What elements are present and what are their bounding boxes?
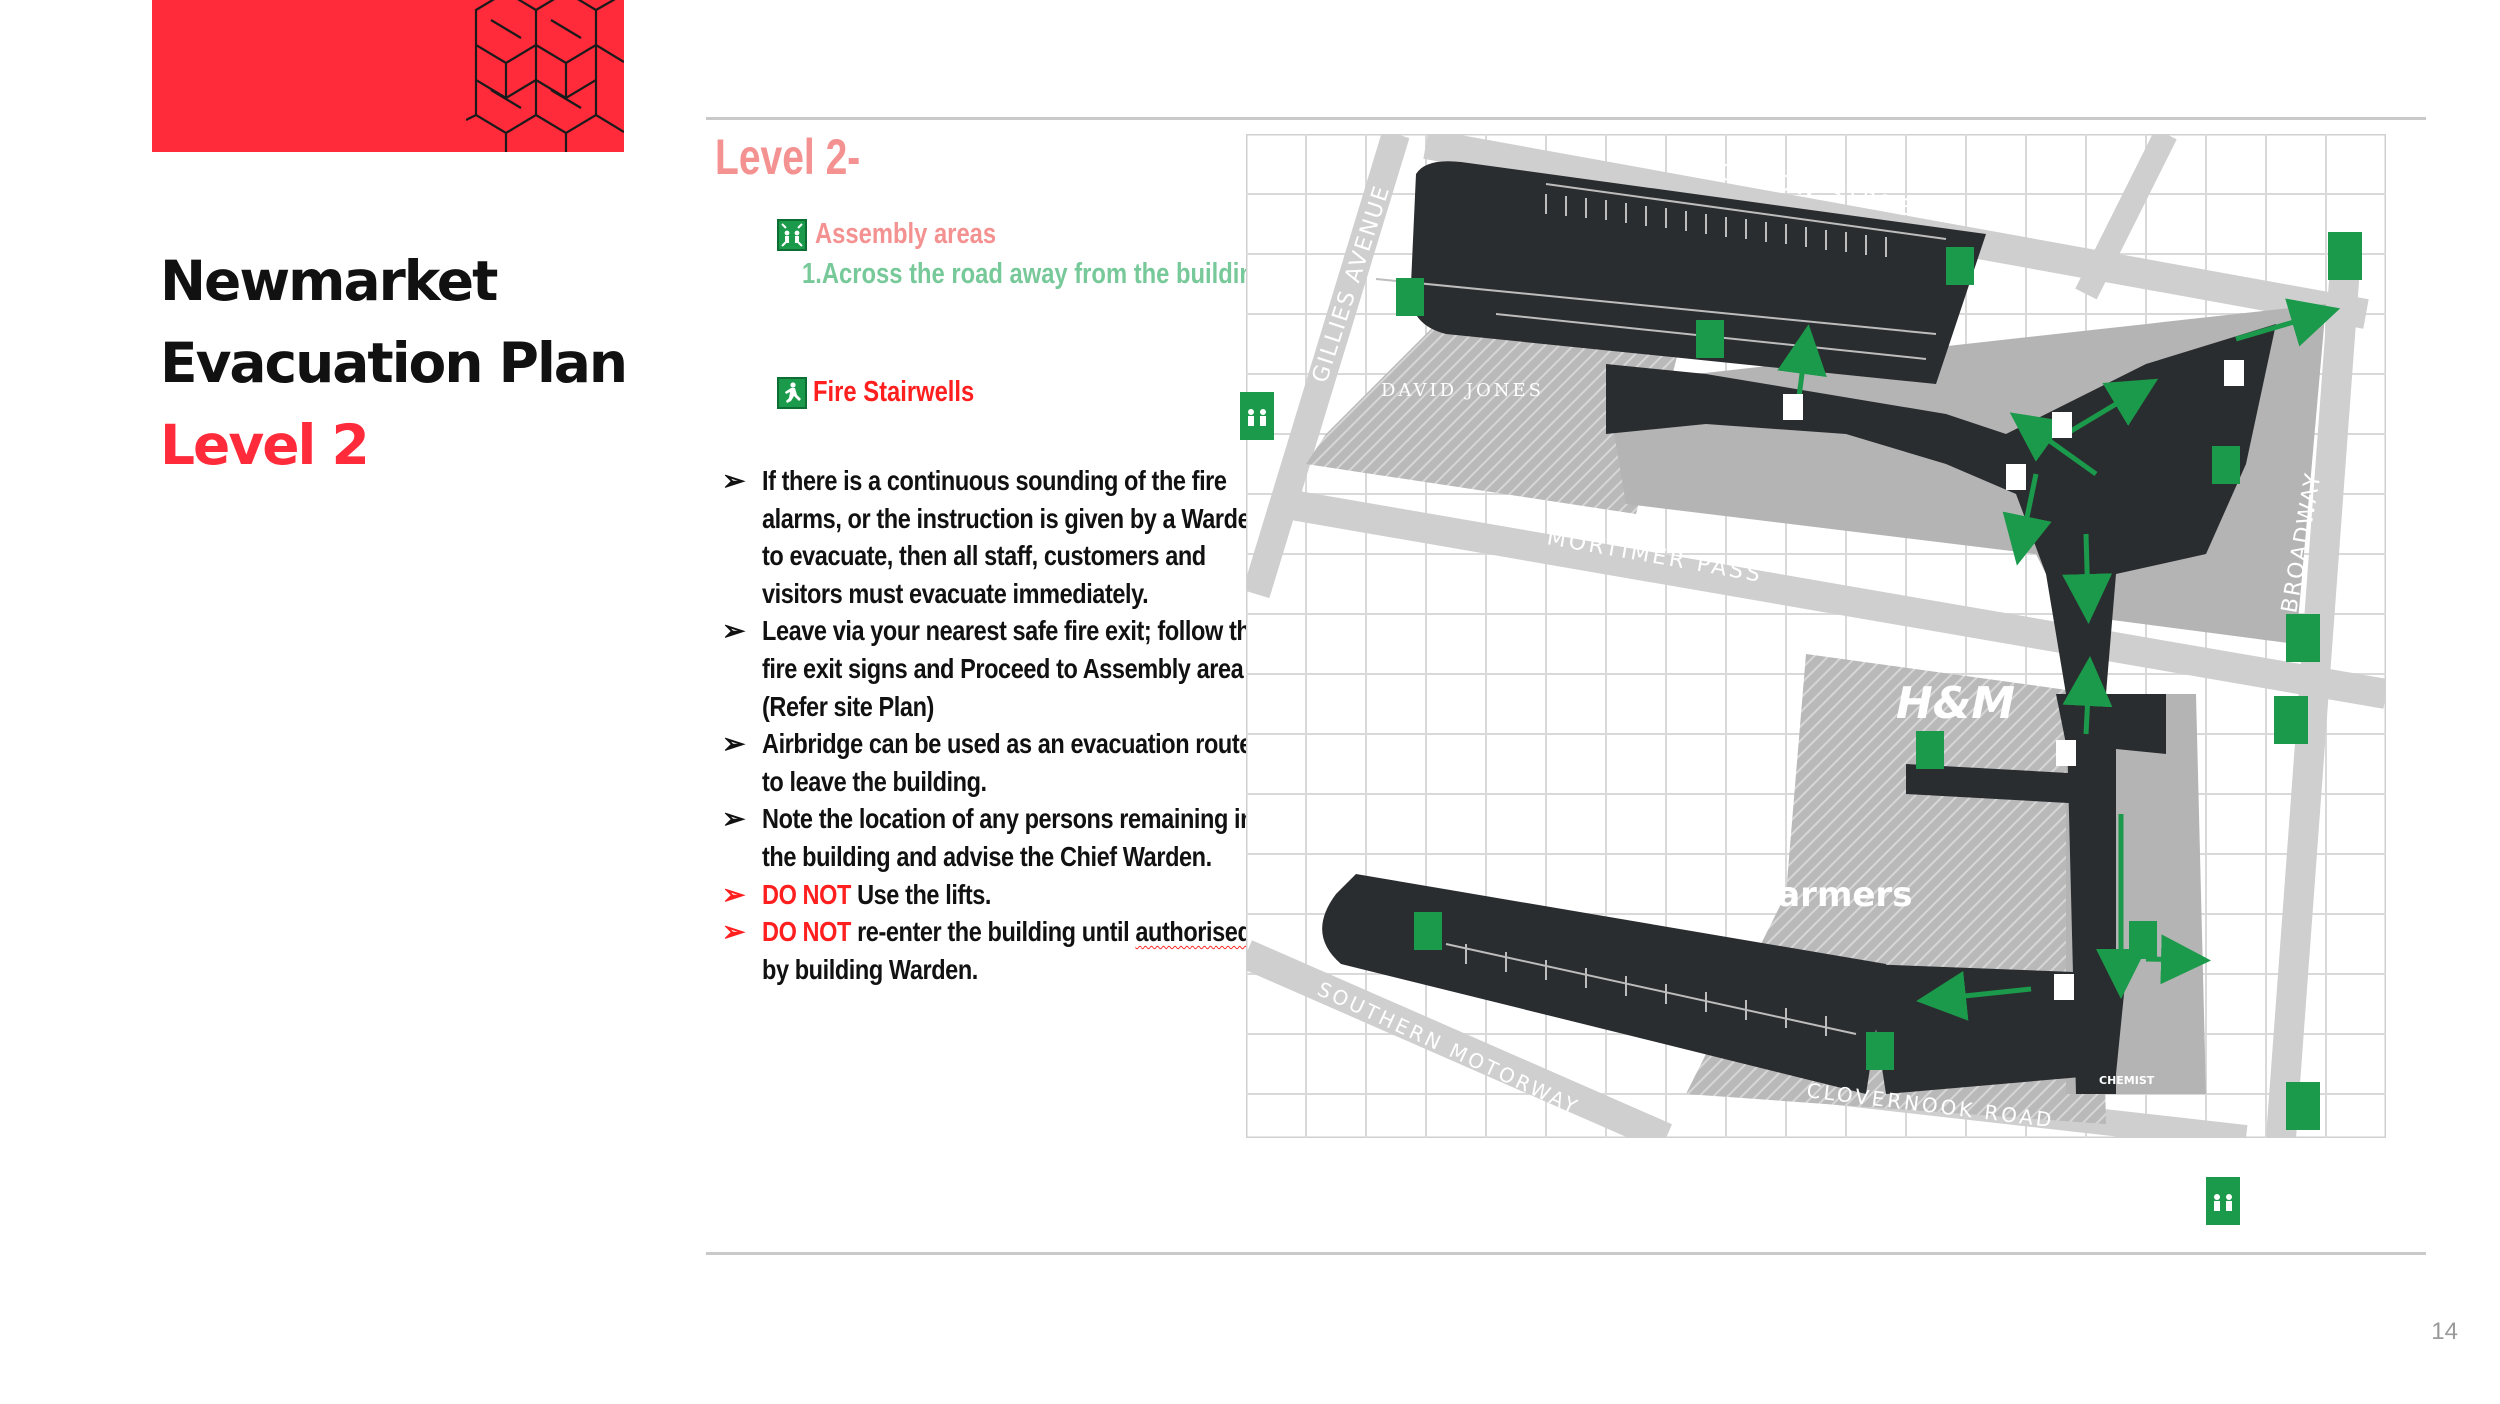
warning-emphasis: DO NOT bbox=[762, 916, 851, 948]
bottom-divider bbox=[706, 1252, 2426, 1255]
airbridge-south bbox=[1866, 964, 2126, 1094]
underlined-word: authorised bbox=[1135, 916, 1252, 948]
fire-stairwell-icon bbox=[1916, 731, 1944, 769]
assembly-label: Assembly areas bbox=[815, 218, 997, 250]
store-label-hm: H&M bbox=[1896, 678, 2015, 729]
fire-stairwell-icon bbox=[1696, 320, 1724, 358]
title-accent-block bbox=[152, 0, 624, 152]
instruction-text: Note the location of any persons remaini… bbox=[762, 803, 1255, 872]
chevron-right-icon: ➢ bbox=[722, 803, 745, 835]
fire-stairwell-icon bbox=[1866, 1032, 1894, 1070]
legend-assembly: Assembly areas bbox=[777, 218, 1036, 251]
assembly-area-icon bbox=[2328, 232, 2362, 280]
north-carpark bbox=[1410, 161, 1986, 384]
legend-stairwell: Fire Stairwells bbox=[777, 376, 1010, 409]
instruction-item: ➢ Leave via your nearest safe fire exit;… bbox=[718, 612, 1278, 725]
slide-title: Newmarket Evacuation Plan Level 2 bbox=[160, 240, 680, 486]
assembly-area-icon bbox=[2274, 696, 2308, 744]
fire-stairwell-icon bbox=[1396, 278, 1424, 316]
warning-text: re-enter the building until bbox=[850, 916, 1136, 948]
fire-stairwell-icon bbox=[1946, 247, 1974, 285]
title-line-2: Evacuation Plan bbox=[160, 331, 628, 395]
instruction-item: ➢ Note the location of any persons remai… bbox=[718, 800, 1278, 875]
geometric-pattern-decoration bbox=[466, 0, 624, 152]
instruction-item-warning: ➢ DO NOT Use the lifts. bbox=[718, 876, 1278, 914]
hm-connector bbox=[2056, 694, 2166, 754]
chevron-right-icon: ➢ bbox=[722, 878, 745, 910]
assembly-sub-label: 1.Across the road away from the building bbox=[802, 258, 1269, 290]
instruction-list: ➢ If there is a continuous sounding of t… bbox=[718, 462, 1278, 988]
warning-emphasis: DO NOT bbox=[762, 878, 851, 910]
stairwell-label: Fire Stairwells bbox=[813, 376, 975, 408]
title-level: Level 2 bbox=[160, 413, 370, 477]
instruction-item-warning: ➢ DO NOT re-enter the building until aut… bbox=[718, 913, 1278, 988]
instruction-text: DO NOT re-enter the building until autho… bbox=[762, 913, 1278, 988]
assembly-area-icon bbox=[2286, 1082, 2320, 1130]
store-label-farmers: Farmers bbox=[1756, 875, 1912, 915]
map-signs bbox=[1396, 232, 2362, 1130]
map-exit-markers bbox=[1783, 360, 2244, 1000]
assembly-area-icon bbox=[2206, 1177, 2240, 1225]
exit-marker-icon bbox=[2052, 412, 2072, 438]
instruction-text: If there is a continuous sounding of the… bbox=[762, 465, 1265, 609]
instruction-item: ➢ If there is a continuous sounding of t… bbox=[718, 462, 1278, 612]
exit-marker-icon bbox=[2006, 464, 2026, 490]
evacuation-site-map: DAVID JONES H&M Farmers CHEMIST MORROW S… bbox=[1246, 134, 2386, 1138]
store-label-david-jones: DAVID JONES bbox=[1381, 380, 1544, 401]
exit-marker-icon bbox=[2054, 974, 2074, 1000]
page-number: 14 bbox=[2431, 1318, 2458, 1345]
instruction-text: Leave via your nearest safe fire exit; f… bbox=[762, 615, 1263, 722]
warning-text-end: by building Warden. bbox=[762, 953, 978, 985]
fire-stairwell-icon bbox=[2212, 446, 2240, 484]
exit-marker-icon bbox=[2056, 740, 2076, 766]
evacuation-route-arrows bbox=[1777, 298, 2341, 1021]
warning-text: Use the lifts. bbox=[850, 878, 992, 910]
top-divider bbox=[706, 117, 2426, 120]
south-carpark bbox=[1322, 874, 1886, 1094]
chevron-right-icon: ➢ bbox=[722, 728, 745, 760]
assembly-area-icon bbox=[777, 218, 807, 251]
assembly-area-icon bbox=[1240, 392, 1274, 440]
assembly-area-icon bbox=[2286, 614, 2320, 662]
mall-corridors bbox=[1606, 324, 2276, 1094]
chevron-right-icon: ➢ bbox=[722, 916, 745, 948]
level-heading: Level 2- bbox=[715, 129, 861, 185]
fire-stairwell-icon bbox=[777, 376, 807, 409]
instruction-item: ➢ Airbridge can be used as an evacuation… bbox=[718, 725, 1278, 800]
fire-stairwell-icon bbox=[1414, 912, 1442, 950]
instruction-text: DO NOT Use the lifts. bbox=[762, 876, 1278, 914]
instruction-text: Airbridge can be used as an evacuation r… bbox=[762, 728, 1252, 797]
hm-walkway bbox=[1906, 764, 2086, 804]
store-label-chemist: CHEMIST bbox=[2099, 1074, 2155, 1087]
title-line-1: Newmarket bbox=[160, 249, 498, 313]
exit-marker-icon bbox=[2224, 360, 2244, 386]
fire-stairwell-icon bbox=[2129, 921, 2157, 959]
chevron-right-icon: ➢ bbox=[722, 615, 745, 647]
chevron-right-icon: ➢ bbox=[722, 465, 745, 496]
exit-marker-icon bbox=[1783, 394, 1803, 420]
